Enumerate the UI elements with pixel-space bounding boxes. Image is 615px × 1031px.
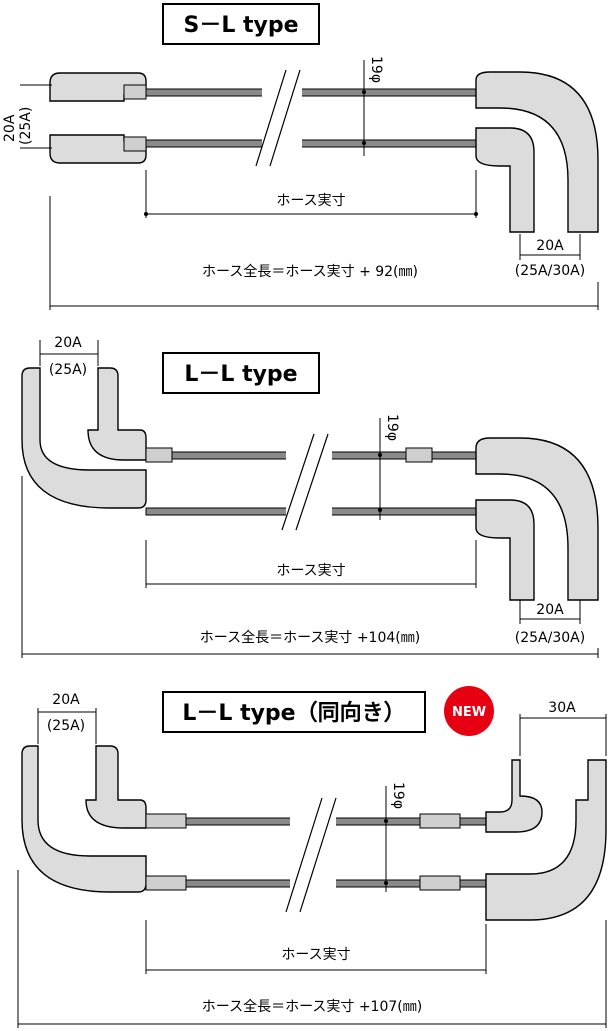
sl-right-elbow bbox=[475, 71, 599, 233]
lls-right-size: 30A bbox=[548, 700, 576, 716]
sl-break-line-2 bbox=[255, 69, 287, 167]
sl-right-size: 20A bbox=[536, 238, 564, 254]
lls-diameter-dot-2 bbox=[384, 881, 388, 885]
ll-formula: ホース全長＝ホース実寸 +104(㎜) bbox=[200, 629, 420, 646]
ll-break-gap bbox=[286, 432, 332, 532]
sl-sleeve-1 bbox=[123, 84, 147, 100]
lls-title-box bbox=[162, 691, 426, 733]
lls-sleeve-1 bbox=[145, 813, 187, 829]
ll-title: L－L type bbox=[184, 362, 297, 387]
ll-diameter-dot-2 bbox=[378, 508, 382, 512]
sl-hose-label: ホース実寸 bbox=[276, 193, 345, 209]
new-badge-label: NEW bbox=[452, 705, 486, 720]
lls-sleeve-3 bbox=[145, 875, 187, 891]
sl-break-gap bbox=[262, 72, 302, 164]
sl-diameter-dot-1 bbox=[362, 90, 366, 94]
ll-left-elbow bbox=[21, 367, 147, 509]
lls-left-elbow-inner bbox=[85, 745, 147, 829]
sl-hose-top bbox=[145, 88, 477, 97]
lls-break-line-1 bbox=[299, 797, 337, 913]
sl-diameter-dot-2 bbox=[362, 141, 366, 145]
lls-hose-label: ホース実寸 bbox=[281, 947, 350, 963]
lls-right-fitting-inner bbox=[485, 759, 543, 833]
ll-left-elbow-inner bbox=[87, 367, 147, 461]
lls-diameter-label: 19φ bbox=[390, 782, 406, 809]
sl-break-line-1 bbox=[269, 69, 301, 167]
ll-right-elbow bbox=[475, 437, 599, 601]
ll-sleeve-2 bbox=[405, 447, 433, 463]
lls-right-elbow bbox=[485, 759, 607, 921]
ll-title-box bbox=[162, 352, 320, 394]
ll-left-size: 20A bbox=[54, 335, 82, 351]
ll-break-line-1 bbox=[295, 433, 329, 531]
sl-left-size: 20A bbox=[2, 114, 18, 142]
sl-diameter-label: 19φ bbox=[368, 56, 384, 83]
sl-formula: ホース全長＝ホース実寸 + 92(㎜) bbox=[202, 263, 418, 280]
sl-left-fitting-bottom bbox=[49, 134, 147, 164]
ll-sleeve-1 bbox=[145, 447, 173, 463]
ll-break-line-2 bbox=[281, 433, 315, 531]
lls-break-line-2 bbox=[285, 797, 323, 913]
lls-break-gap bbox=[290, 800, 336, 910]
sl-left-size-alt: (25A) bbox=[18, 107, 34, 145]
sl-hose-dot-1 bbox=[144, 212, 148, 216]
lls-sleeve-2 bbox=[419, 813, 461, 829]
ll-hose-label: ホース実寸 bbox=[276, 563, 345, 579]
lls-title: L－L type（同向き） bbox=[182, 700, 405, 726]
diagram-sl: S－L type 19φ 20A (25A) ホース実寸 bbox=[2, 3, 599, 310]
sl-sleeve-2 bbox=[123, 136, 147, 152]
ll-left-size-alt: (25A) bbox=[49, 362, 87, 378]
ll-right-size: 20A bbox=[536, 602, 564, 618]
sl-hose-bottom bbox=[145, 139, 477, 148]
ll-diameter-label: 19φ bbox=[384, 414, 400, 441]
diagram-ll: L－L type 19φ 20A (25A) ホース実寸 bbox=[21, 335, 599, 658]
ll-diameter-dot-1 bbox=[378, 453, 382, 457]
diagram-ll-same: L－L type（同向き） NEW 19φ 20A (25A) bbox=[17, 686, 607, 1028]
lls-left-size: 20A bbox=[52, 692, 80, 708]
lls-diameter-dot-1 bbox=[384, 819, 388, 823]
sl-title-box bbox=[162, 3, 320, 45]
sl-right-size-alt: (25A/30A) bbox=[515, 263, 585, 279]
lls-formula: ホース全長＝ホース実寸 +107(㎜) bbox=[202, 998, 422, 1015]
sl-title: S－L type bbox=[183, 13, 298, 38]
lls-left-size-alt: (25A) bbox=[47, 718, 85, 734]
sl-hose-dot-2 bbox=[474, 212, 478, 216]
sl-right-elbow-inner bbox=[475, 127, 535, 233]
ll-right-elbow-inner bbox=[475, 499, 535, 601]
ll-right-size-alt: (25A/30A) bbox=[515, 630, 585, 646]
lls-sleeve-4 bbox=[419, 875, 461, 891]
new-badge bbox=[444, 686, 494, 736]
